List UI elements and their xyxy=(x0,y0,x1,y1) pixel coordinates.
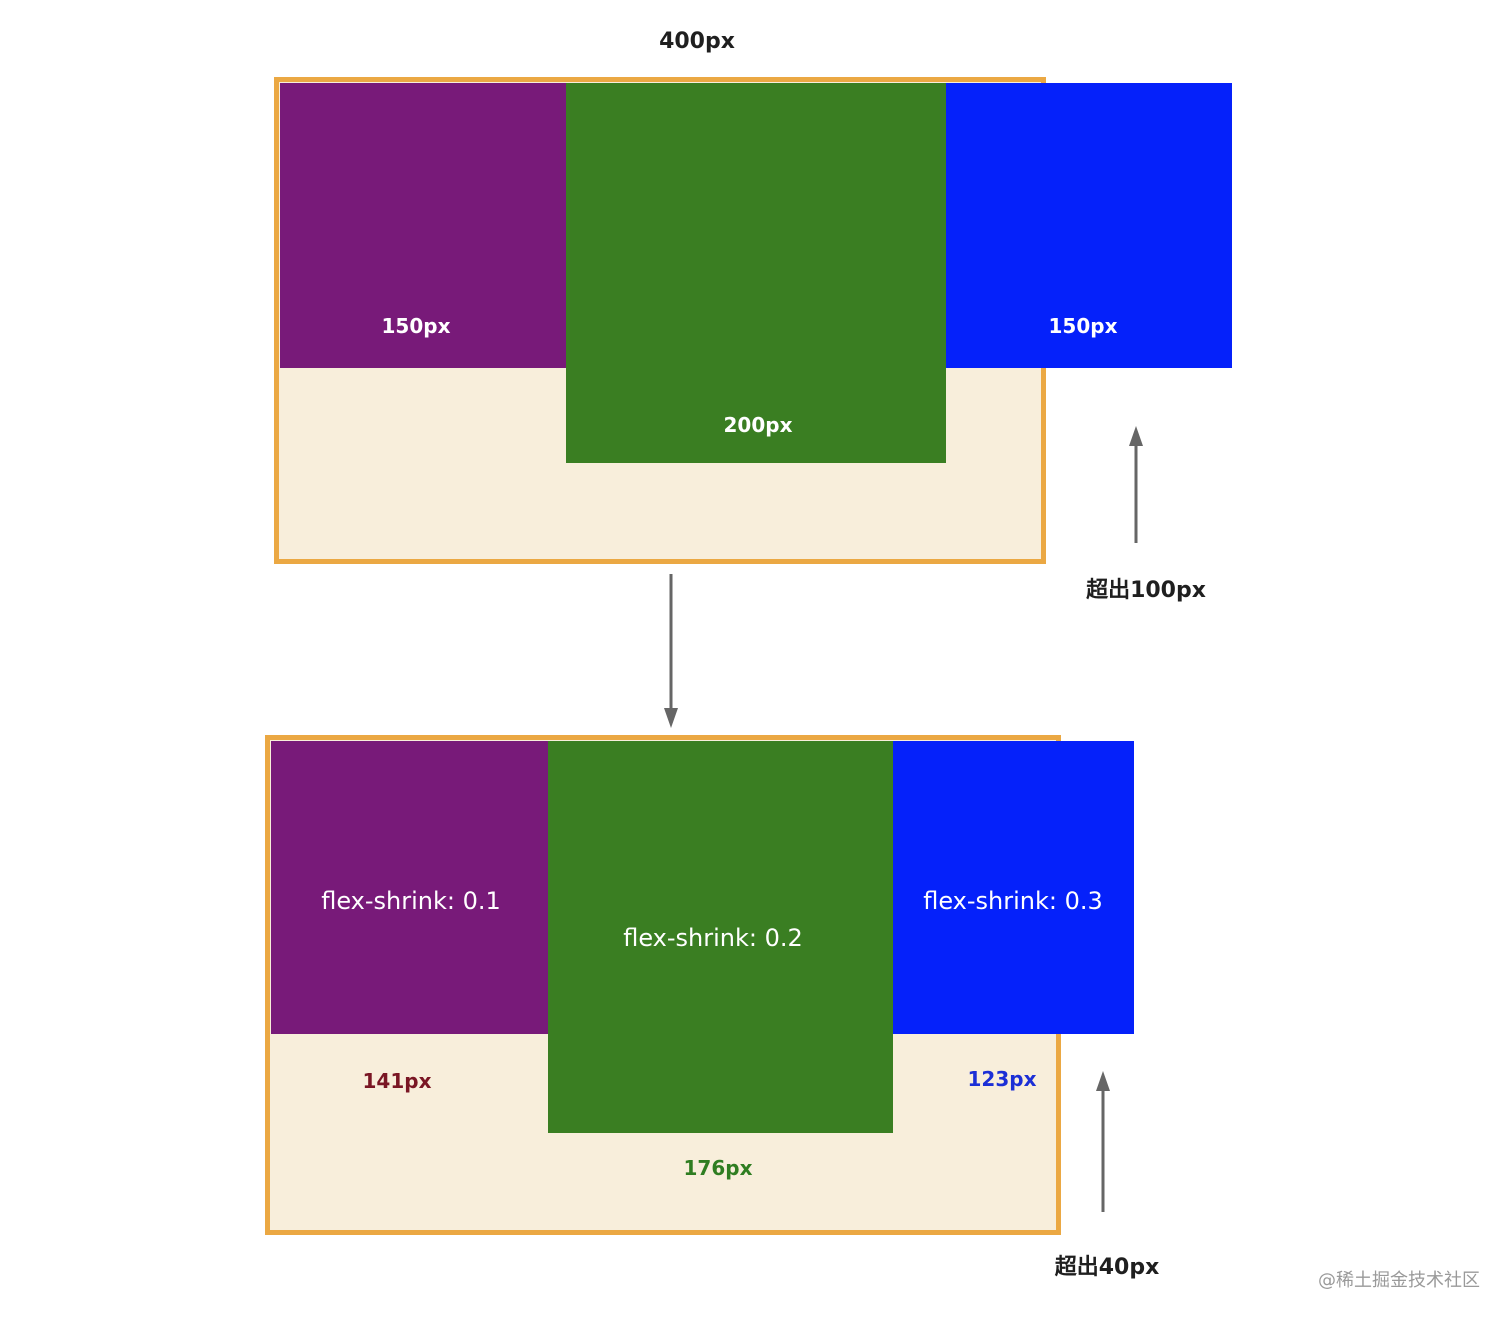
bottom-purple-size-label: 141px xyxy=(362,1069,432,1093)
bottom-green-size-label: 176px xyxy=(683,1156,753,1180)
bottom-purple-shrink-label: flex-shrink: 0.1 xyxy=(321,887,501,915)
watermark-text: @稀土掘金技术社区 xyxy=(1318,1270,1480,1291)
bottom-green-shrink-label: flex-shrink: 0.2 xyxy=(623,924,803,952)
bottom-blue-size-label: 123px xyxy=(967,1067,1037,1091)
top-green-box xyxy=(566,83,946,463)
bottom-overflow-label: 超出40px xyxy=(1054,1255,1160,1280)
top-purple-label: 150px xyxy=(381,314,451,338)
bottom-green-box xyxy=(548,741,893,1133)
bottom-purple-box xyxy=(271,741,548,1034)
top-overflow-label: 超出100px xyxy=(1086,578,1206,603)
top-blue-box xyxy=(946,83,1232,368)
top-blue-label: 150px xyxy=(1048,314,1118,338)
top-green-label: 200px xyxy=(723,413,793,437)
top-purple-box xyxy=(280,83,566,368)
bottom-blue-box xyxy=(893,741,1134,1034)
top-container-width-label: 400px xyxy=(659,29,735,54)
top-overflow-arrow-head xyxy=(1129,426,1143,446)
bottom-overflow-arrow-head xyxy=(1096,1071,1110,1091)
bottom-blue-shrink-label: flex-shrink: 0.3 xyxy=(923,887,1103,915)
transition-arrow-head xyxy=(664,708,678,728)
